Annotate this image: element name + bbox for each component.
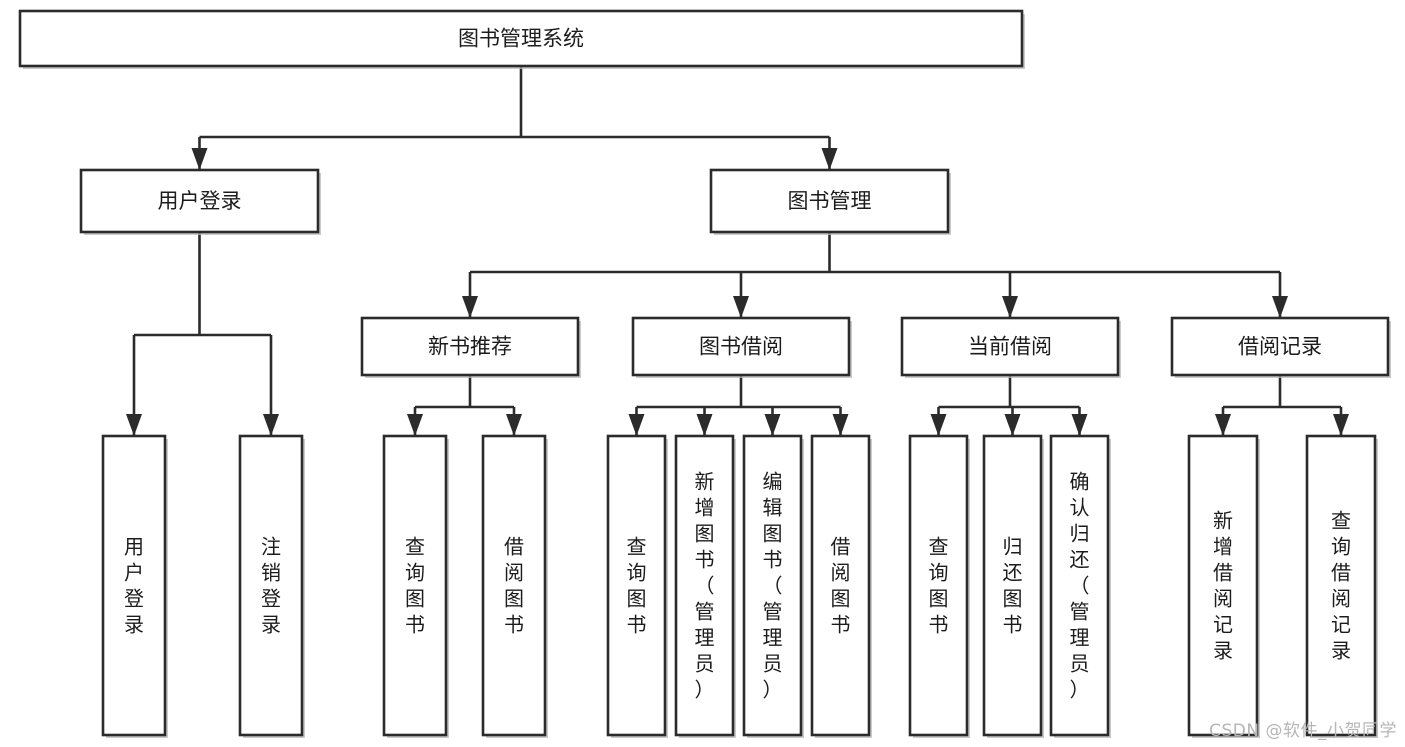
node-label-current-3: 确认归还（管理员）: [1070, 470, 1090, 702]
node-box-records-1: [1187, 434, 1259, 737]
arrow-head-icon-current-1: [930, 414, 947, 436]
node-label-login-2: 注销登录: [261, 535, 281, 637]
node-borrow-3[interactable]: 编辑图书（管理员）: [742, 434, 804, 738]
node-label-borrow: 图书借阅: [699, 335, 783, 359]
node-box-current-3: [1049, 434, 1110, 737]
node-label-borrow-4: 借阅图书: [831, 535, 851, 637]
node-label-borrow-3: 编辑图书（管理员）: [763, 470, 783, 702]
node-box-records: [1170, 316, 1390, 377]
arrow-head-icon-newbook-1: [407, 414, 423, 436]
node-box-newbook-2: [481, 434, 547, 737]
arrow-head-icon-records-1: [1215, 414, 1231, 436]
node-login-1[interactable]: 用户登录: [101, 434, 168, 738]
node-label-records-2: 查询借阅记录: [1331, 509, 1351, 663]
connectors-layer: [126, 66, 1349, 436]
arrow-head-icon-records-2: [1333, 414, 1349, 436]
node-newbook-2[interactable]: 借阅图书: [481, 434, 548, 738]
node-borrow-1[interactable]: 查询图书: [606, 434, 668, 738]
node-newbook[interactable]: 新书推荐: [360, 316, 581, 378]
node-box-records-2: [1305, 434, 1377, 737]
arrow-head-icon-login: [191, 148, 208, 170]
node-label-records-1: 新增借阅记录: [1213, 509, 1233, 663]
node-root[interactable]: 图书管理系统: [18, 9, 1025, 69]
arrow-head-icon-borrow-2: [696, 414, 713, 436]
node-box-login: [79, 168, 320, 234]
node-label-borrow-1: 查询图书: [627, 535, 647, 637]
node-current[interactable]: 当前借阅: [900, 316, 1121, 378]
node-label-root: 图书管理系统: [458, 27, 584, 51]
node-label-borrow-2: 新增图书（管理员）: [695, 470, 715, 702]
node-borrow[interactable]: 图书借阅: [631, 316, 852, 378]
node-label-newbook-1: 查询图书: [405, 535, 425, 637]
node-current-3[interactable]: 确认归还（管理员）: [1049, 434, 1111, 738]
arrow-head-icon-current: [1002, 296, 1018, 318]
arrow-head-icon-records: [1272, 296, 1288, 318]
node-box-newbook: [360, 316, 580, 377]
arrow-head-icon-borrow-4: [832, 414, 849, 436]
node-label-records: 借阅记录: [1238, 335, 1322, 359]
arrow-head-icon-borrow: [733, 296, 749, 318]
node-label-current-2: 归还图书: [1003, 535, 1023, 637]
node-label-login: 用户登录: [158, 189, 242, 213]
node-borrow-2[interactable]: 新增图书（管理员）: [674, 434, 736, 738]
node-records-2[interactable]: 查询借阅记录: [1305, 434, 1378, 738]
arrow-head-icon-borrow-3: [764, 414, 781, 436]
node-records[interactable]: 借阅记录: [1170, 316, 1391, 378]
node-box-login-2: [238, 434, 304, 737]
node-box-borrow: [631, 316, 851, 377]
node-bookmgmt[interactable]: 图书管理: [709, 168, 951, 235]
node-current-2[interactable]: 归还图书: [982, 434, 1044, 738]
node-borrow-4[interactable]: 借阅图书: [810, 434, 872, 738]
node-records-1[interactable]: 新增借阅记录: [1187, 434, 1260, 738]
node-label-newbook-2: 借阅图书: [504, 535, 524, 637]
arrow-head-icon-login-2: [263, 414, 279, 436]
node-box-borrow-1: [606, 434, 667, 737]
node-label-bookmgmt: 图书管理: [788, 189, 872, 213]
node-box-borrow-2: [674, 434, 735, 737]
arrow-head-icon-newbook-2: [506, 414, 522, 436]
node-login[interactable]: 用户登录: [79, 168, 321, 235]
node-box-current: [900, 316, 1120, 377]
node-box-login-1: [101, 434, 167, 737]
node-box-bookmgmt: [709, 168, 950, 234]
node-label-newbook: 新书推荐: [428, 335, 512, 359]
node-login-2[interactable]: 注销登录: [238, 434, 305, 738]
arrow-head-icon-login-1: [126, 414, 142, 436]
node-box-newbook-1: [382, 434, 448, 737]
node-box-root: [18, 9, 1024, 68]
node-current-1[interactable]: 查询图书: [908, 434, 970, 738]
arrow-head-icon-newbook: [462, 296, 478, 318]
node-newbook-1[interactable]: 查询图书: [382, 434, 449, 738]
nodes-layer: 图书管理系统用户登录图书管理新书推荐图书借阅当前借阅借阅记录用户登录注销登录查询…: [18, 9, 1391, 738]
arrow-head-icon-borrow-1: [628, 414, 645, 436]
arrow-head-icon-bookmgmt: [821, 148, 838, 170]
node-label-current: 当前借阅: [968, 335, 1052, 359]
node-label-login-1: 用户登录: [124, 535, 144, 637]
node-box-current-1: [908, 434, 969, 737]
node-label-current-1: 查询图书: [929, 535, 949, 637]
arrow-head-icon-current-3: [1071, 414, 1088, 436]
arrow-head-icon-current-2: [1004, 414, 1021, 436]
node-box-current-2: [982, 434, 1043, 737]
node-box-borrow-4: [810, 434, 871, 737]
node-box-borrow-3: [742, 434, 803, 737]
